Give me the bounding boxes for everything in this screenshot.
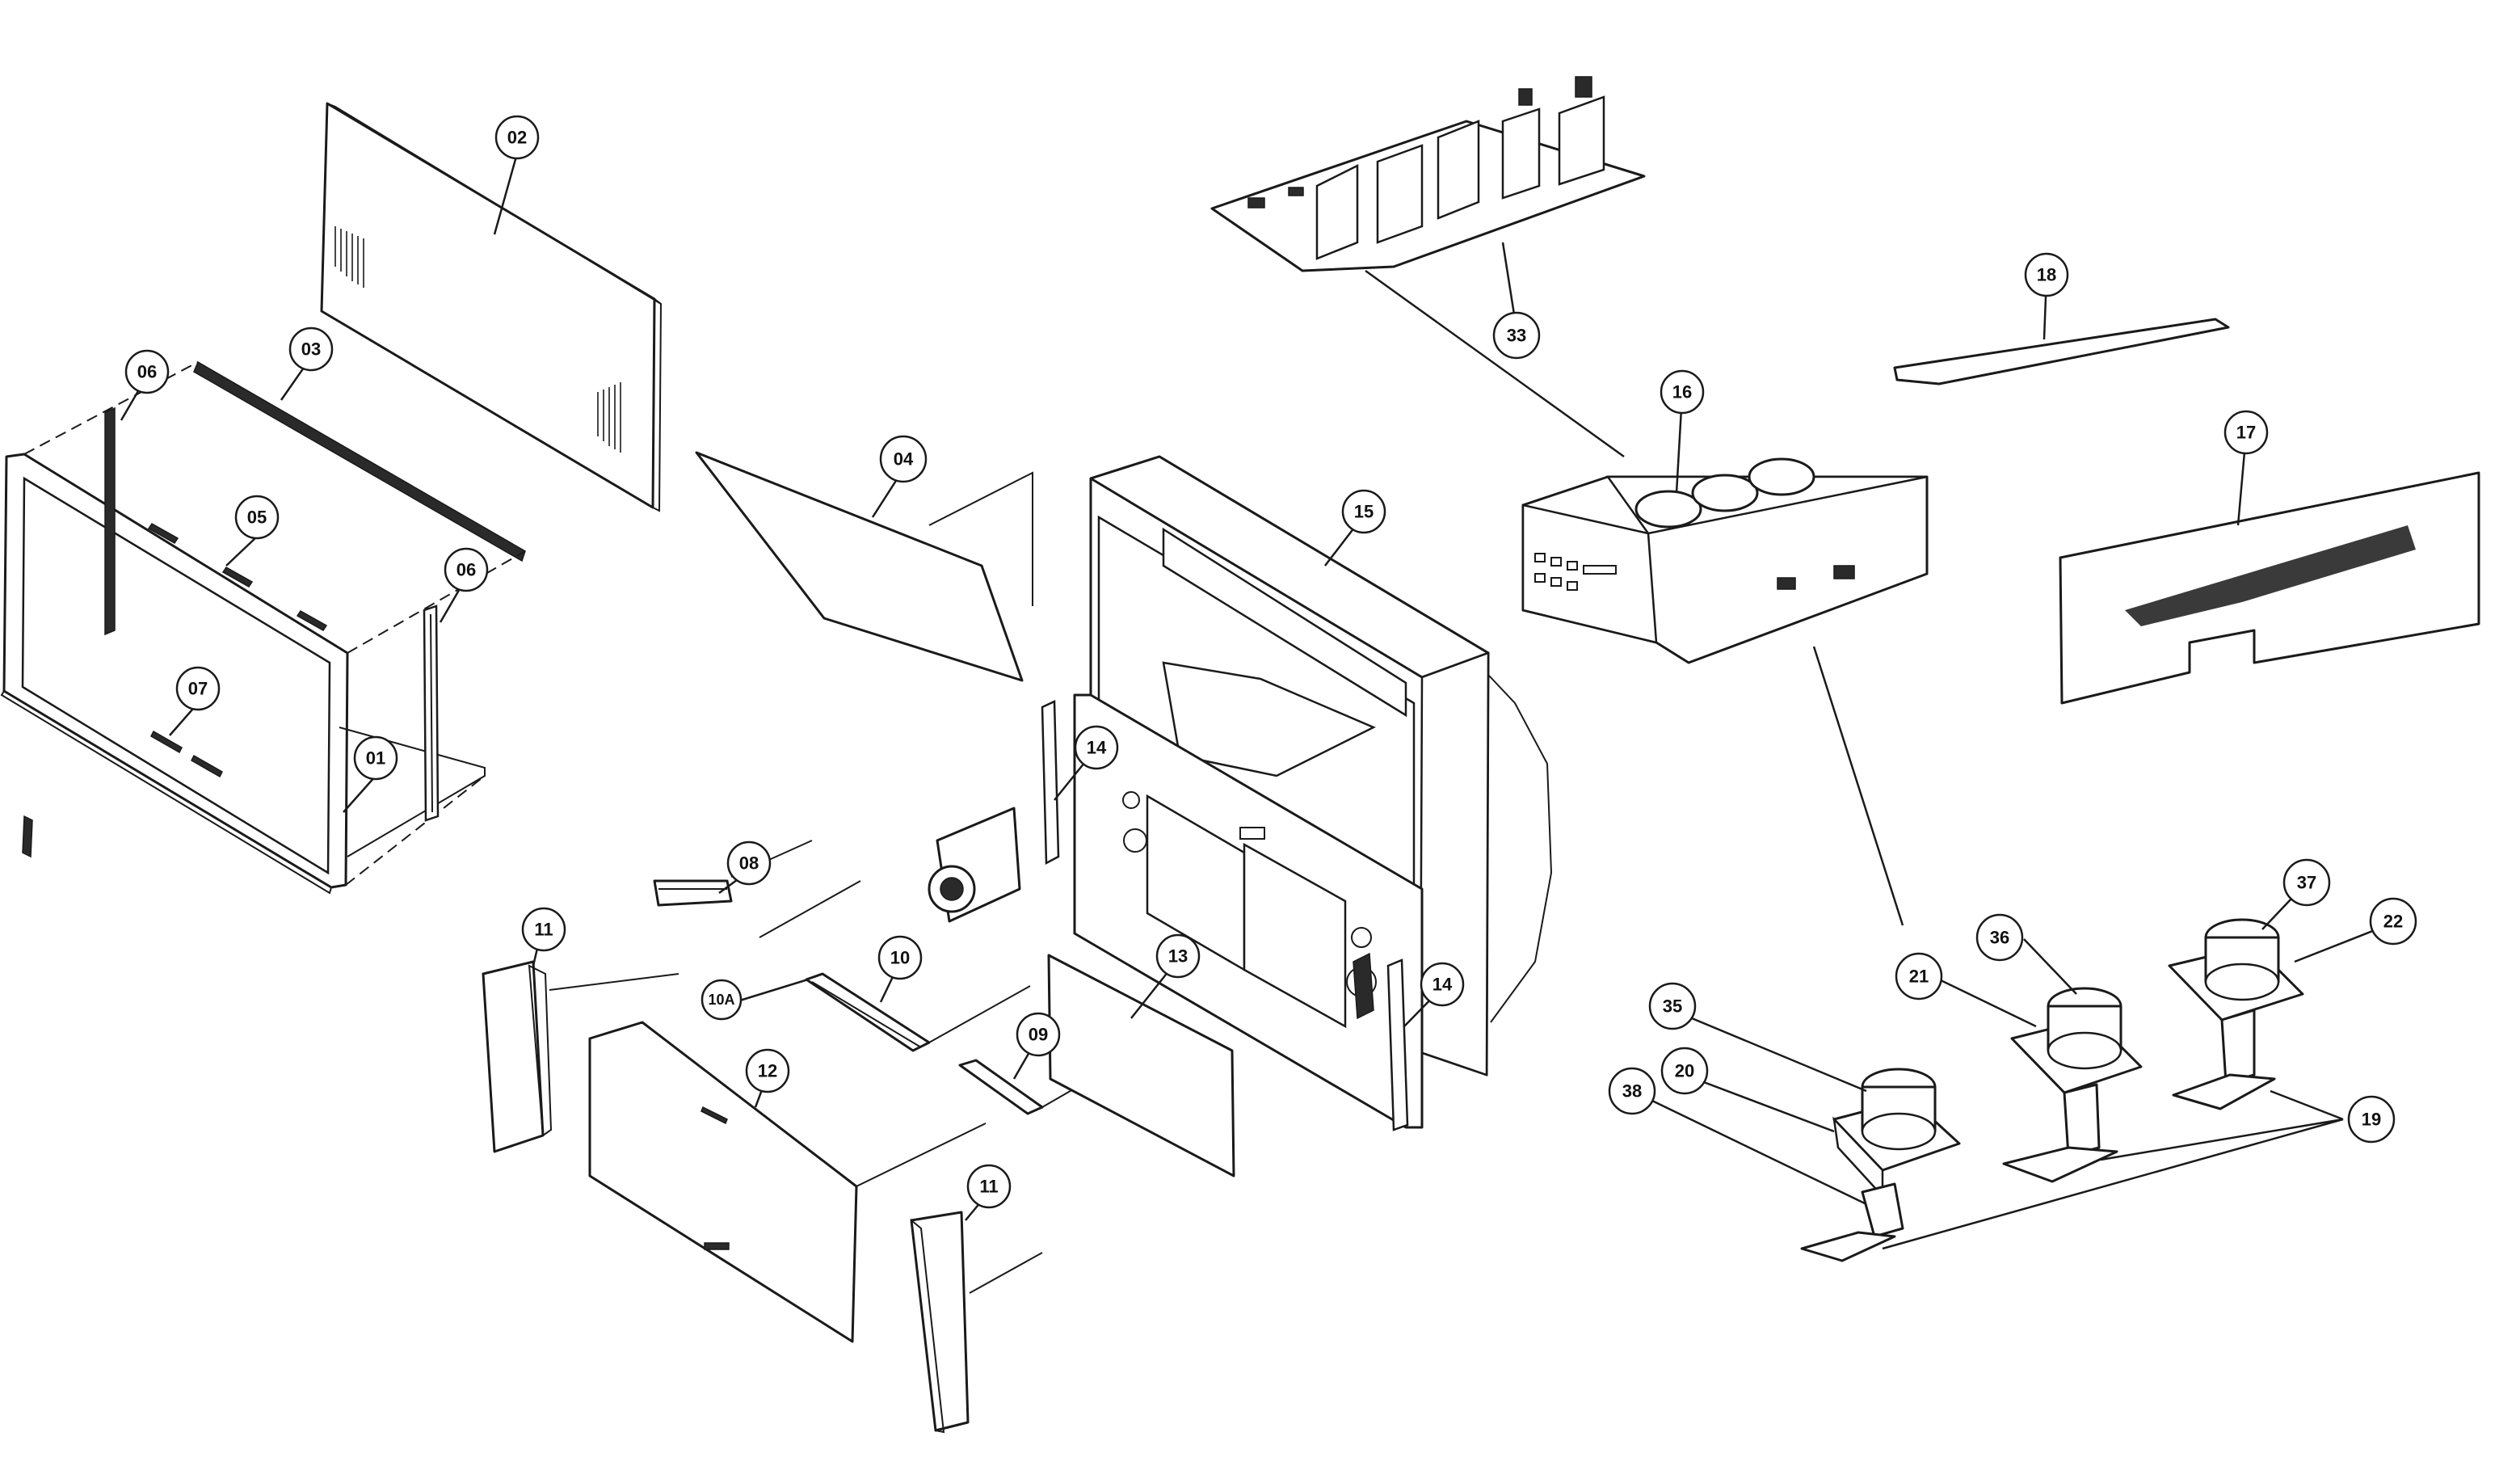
svg-text:10: 10	[890, 948, 910, 968]
part-top-plate	[1893, 318, 2230, 385]
callout-04: 04	[879, 435, 928, 483]
svg-text:21: 21	[1909, 967, 1929, 987]
part-bracket-09	[958, 1059, 1044, 1115]
svg-text:36: 36	[1990, 928, 2009, 948]
part-lens-unit-right	[2168, 918, 2304, 1110]
part-top-rail	[193, 360, 526, 562]
part-side-cover-left	[482, 960, 553, 1153]
part-bracket-08	[653, 879, 733, 907]
svg-text:20: 20	[1675, 1061, 1694, 1081]
callout-20: 20	[1660, 1047, 1709, 1095]
part-side-strip-right	[423, 605, 440, 822]
callout-33: 33	[1492, 311, 1541, 360]
svg-text:12: 12	[758, 1061, 777, 1081]
part-front-frame	[0, 361, 526, 895]
callout-13: 13	[1155, 933, 1201, 979]
callout-35: 35	[1648, 982, 1697, 1030]
svg-text:16: 16	[1672, 382, 1692, 402]
part-side-strip-14-right	[1386, 958, 1409, 1131]
part-side-cover-right	[910, 1211, 970, 1434]
svg-text:06: 06	[456, 560, 476, 580]
callout-14-left: 14	[1074, 725, 1119, 770]
callout-14-right: 14	[1420, 962, 1465, 1007]
svg-text:14: 14	[1432, 975, 1453, 995]
svg-text:13: 13	[1168, 946, 1188, 967]
part-lens-unit-left	[1800, 1068, 1961, 1262]
svg-text:11: 11	[979, 1177, 998, 1197]
svg-text:37: 37	[2297, 873, 2316, 893]
part-side-strip-14-left	[1041, 700, 1060, 866]
svg-text:01: 01	[366, 748, 385, 769]
svg-text:02: 02	[507, 128, 527, 148]
part-bracket-10	[805, 972, 931, 1052]
svg-text:35: 35	[1663, 996, 1682, 1017]
part-lens-unit-middle	[2002, 987, 2143, 1183]
callout-09: 09	[1016, 1012, 1061, 1057]
callout-37: 37	[2282, 858, 2331, 907]
part-screen-panel	[320, 102, 663, 512]
svg-text:38: 38	[1622, 1081, 1642, 1102]
svg-text:05: 05	[247, 508, 267, 528]
callout-19: 19	[2347, 1095, 2396, 1144]
callout-07: 07	[175, 666, 221, 711]
callout-11-left: 11	[521, 907, 566, 952]
part-front-lower-panel	[588, 1021, 858, 1343]
callout-08: 08	[726, 840, 772, 886]
callout-01: 01	[353, 735, 398, 781]
part-main-cabinet	[1073, 455, 1553, 1129]
part-side-strip-left	[104, 407, 116, 636]
svg-text:33: 33	[1507, 326, 1526, 346]
part-main-pcb	[1210, 76, 1646, 272]
callout-17: 17	[2223, 410, 2269, 455]
callout-02: 02	[494, 115, 540, 160]
svg-text:14: 14	[1087, 738, 1107, 758]
callout-36: 36	[1975, 913, 2024, 962]
svg-text:18: 18	[2037, 265, 2056, 285]
part-rear-cover	[2059, 471, 2480, 705]
svg-text:19: 19	[2362, 1110, 2381, 1130]
callout-21: 21	[1895, 952, 1943, 1001]
callout-05: 05	[234, 495, 280, 540]
callout-18: 18	[2024, 252, 2069, 297]
callout-12: 12	[745, 1048, 790, 1093]
svg-text:15: 15	[1354, 502, 1374, 522]
svg-text:09: 09	[1029, 1025, 1048, 1045]
callout-38: 38	[1608, 1067, 1656, 1115]
callout-22: 22	[2369, 897, 2417, 946]
svg-text:06: 06	[137, 362, 157, 382]
callout-03: 03	[288, 326, 334, 372]
callout-16: 16	[1660, 369, 1705, 415]
callout-15: 15	[1341, 489, 1386, 534]
callout-06-right: 06	[444, 547, 489, 592]
svg-text:08: 08	[739, 853, 759, 874]
svg-text:07: 07	[188, 679, 208, 699]
callout-11-right: 11	[966, 1164, 1012, 1209]
svg-text:04: 04	[894, 449, 914, 470]
svg-text:10A: 10A	[708, 992, 734, 1008]
svg-text:22: 22	[2383, 912, 2403, 932]
part-mirror	[695, 451, 1024, 682]
svg-text:17: 17	[2236, 423, 2256, 443]
callout-10a: 10A	[700, 979, 743, 1021]
svg-text:11: 11	[534, 920, 553, 940]
part-chassis	[1521, 457, 1929, 664]
callout-10: 10	[877, 935, 923, 980]
callout-06-left: 06	[124, 349, 170, 394]
svg-text:03: 03	[301, 339, 321, 360]
part-speaker	[928, 807, 1021, 923]
